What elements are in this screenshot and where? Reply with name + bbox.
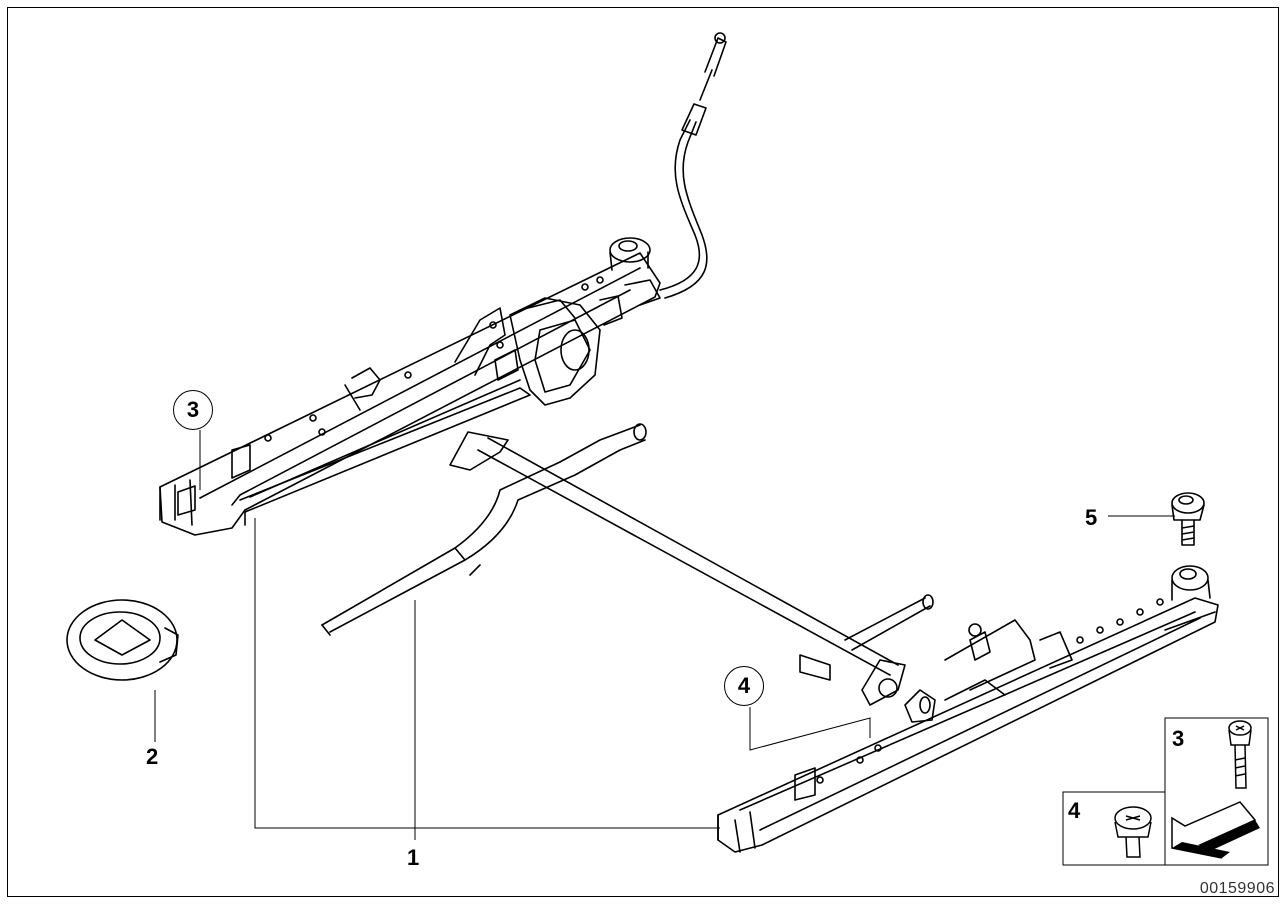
callout-part-3: 3 [173,390,213,430]
callout-part-4: 4 [724,666,764,706]
inset-label-3: 3 [1172,726,1185,751]
inset-box [1062,717,1269,866]
inset-direction-arrow [1171,801,1260,859]
leader-lines [154,430,1175,840]
callout-part-1: 1 [407,845,420,870]
reference-number: 00159906 [1199,880,1275,897]
part-2-cover-cap [66,599,179,681]
part-5-screw [1171,492,1205,546]
callout-part-5: 5 [1085,505,1098,530]
inset-screw-short [1114,806,1152,858]
lower-right-seat-rail [717,565,1219,853]
callout-part-2: 2 [146,744,159,769]
diagram-frame [7,7,1279,897]
inset-screw-long [1228,720,1252,789]
cross-tube [321,423,934,706]
inset-label-4: 4 [1068,798,1081,823]
upper-left-seat-rail [159,32,727,536]
